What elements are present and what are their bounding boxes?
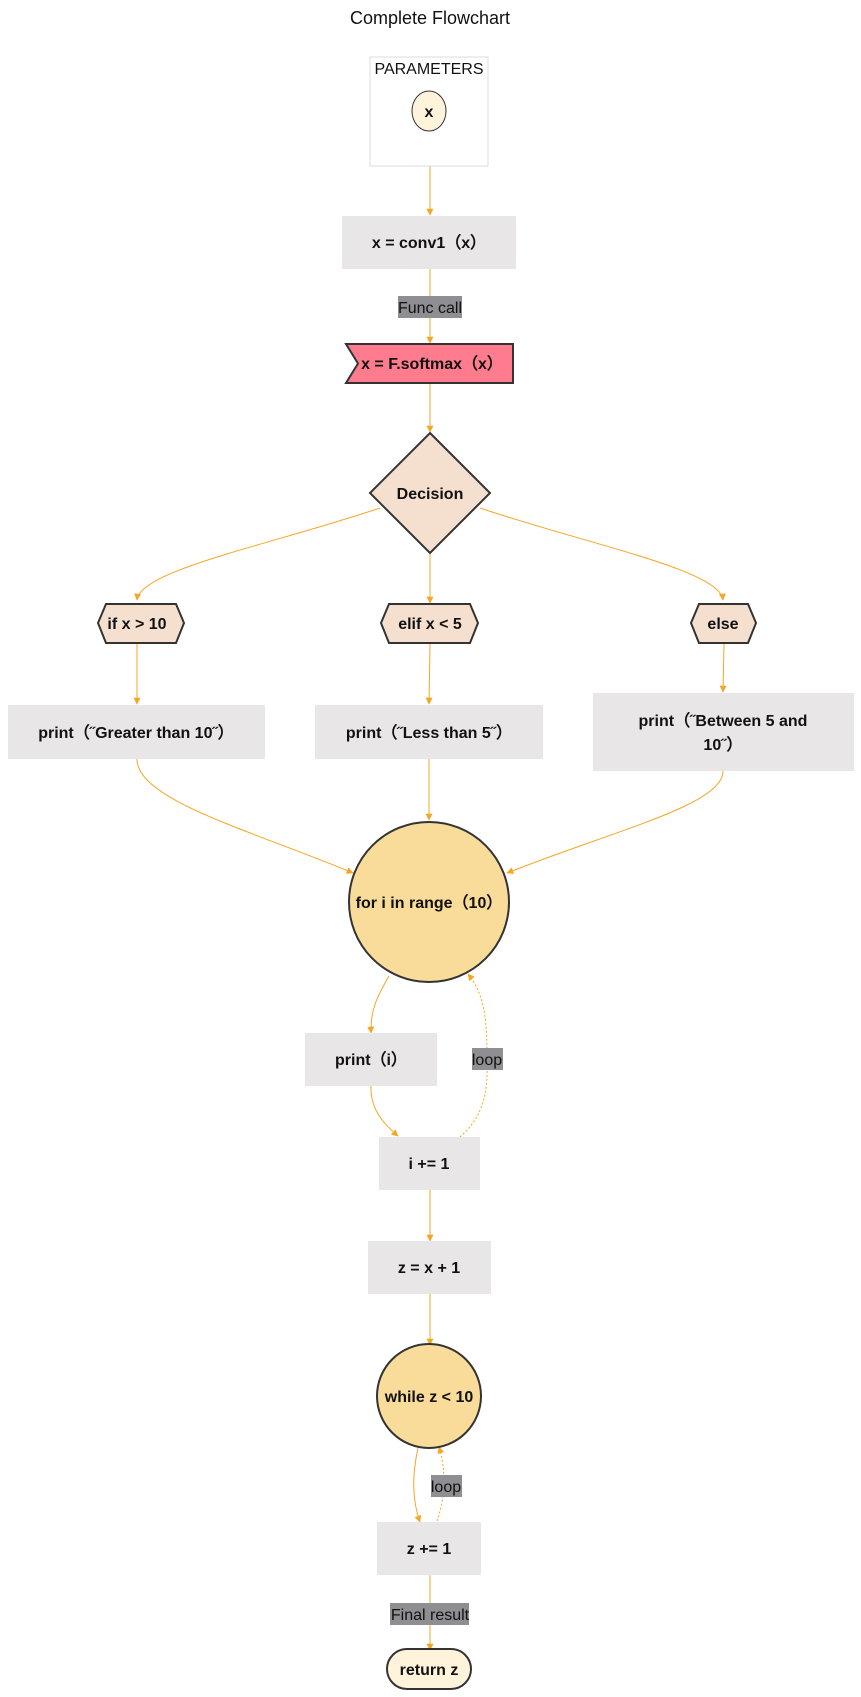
while-loop-label: while z < 10 — [384, 1389, 474, 1406]
decision-node[interactable]: Decision — [368, 431, 492, 555]
cond-elif-label: elif x < 5 — [398, 616, 462, 633]
edge-label-loop-while: loop — [431, 1475, 462, 1497]
edge-print-i-to-increment-i — [370, 1085, 399, 1137]
print-between-label-line1: print（˝Between 5 and — [639, 712, 808, 730]
print-i-label: print（i） — [335, 1051, 407, 1069]
edges — [133, 166, 727, 1651]
for-loop-node[interactable]: for i in range（10） — [348, 821, 510, 983]
print-i-node[interactable]: print（i） — [305, 1033, 437, 1086]
edge-for-to-print-i — [367, 975, 390, 1034]
softmax-label: x = F.softmax（x） — [361, 355, 503, 373]
increment-i-node[interactable]: i += 1 — [379, 1137, 480, 1190]
edge-print-between-to-for — [506, 770, 724, 874]
print-less-label: print（˝Less than 5˝） — [346, 724, 512, 742]
while-loop-node[interactable]: while z < 10 — [376, 1343, 482, 1449]
flowchart-title: Complete Flowchart — [350, 8, 510, 28]
for-loop-label: for i in range（10） — [356, 894, 503, 912]
increment-z-node[interactable]: z += 1 — [377, 1522, 481, 1575]
edge-label-final-result-text: Final result — [391, 1607, 470, 1624]
softmax-node[interactable]: x = F.softmax（x） — [344, 343, 514, 384]
cond-else-label: else — [707, 616, 738, 633]
parameters-box: PARAMETERS x — [369, 56, 489, 167]
cond-if-node[interactable]: if x > 10 — [96, 603, 186, 644]
assign-z-label: z = x + 1 — [398, 1260, 460, 1277]
edge-increment-z-to-while-loop — [436, 1446, 445, 1522]
edge-else-to-print-between — [719, 643, 727, 693]
print-greater-label: print（˝Greater than 10˝） — [38, 724, 234, 742]
print-less-node[interactable]: print（˝Less than 5˝） — [315, 705, 543, 759]
param-x-node[interactable]: x — [411, 90, 447, 132]
edge-decision-to-else — [479, 507, 726, 601]
cond-else-node[interactable]: else — [689, 603, 758, 644]
edge-decision-to-if — [134, 507, 381, 601]
conv-node[interactable]: x = conv1（x） — [342, 216, 516, 269]
assign-z-node[interactable]: z = x + 1 — [368, 1241, 491, 1294]
increment-i-label: i += 1 — [409, 1156, 450, 1173]
print-greater-node[interactable]: print（˝Greater than 10˝） — [8, 705, 265, 759]
edge-label-loop-for-text: loop — [472, 1052, 502, 1069]
edge-elif-to-print-less — [425, 643, 433, 705]
decision-label: Decision — [397, 486, 464, 503]
increment-z-label: z += 1 — [407, 1541, 452, 1558]
edge-label-loop-while-text: loop — [431, 1479, 461, 1496]
print-between-label-line2: 10˝） — [703, 736, 742, 754]
conv-label: x = conv1（x） — [372, 234, 486, 252]
cond-if-label: if x > 10 — [107, 616, 166, 633]
print-between-node[interactable]: print（˝Between 5 and 10˝） — [593, 693, 854, 771]
return-node[interactable]: return z — [386, 1648, 472, 1690]
edge-print-greater-to-for — [136, 758, 354, 874]
param-x-label: x — [425, 104, 434, 121]
edge-while-to-increment-z — [413, 1447, 422, 1523]
cond-elif-node[interactable]: elif x < 5 — [379, 603, 480, 644]
edge-label-final-result: Final result — [390, 1603, 470, 1625]
parameters-label: PARAMETERS — [374, 61, 483, 78]
edge-label-loop-for: loop — [472, 1048, 503, 1070]
edge-label-func-call-text: Func call — [398, 300, 462, 317]
edge-label-func-call: Func call — [398, 296, 462, 318]
return-label: return z — [400, 1662, 459, 1679]
